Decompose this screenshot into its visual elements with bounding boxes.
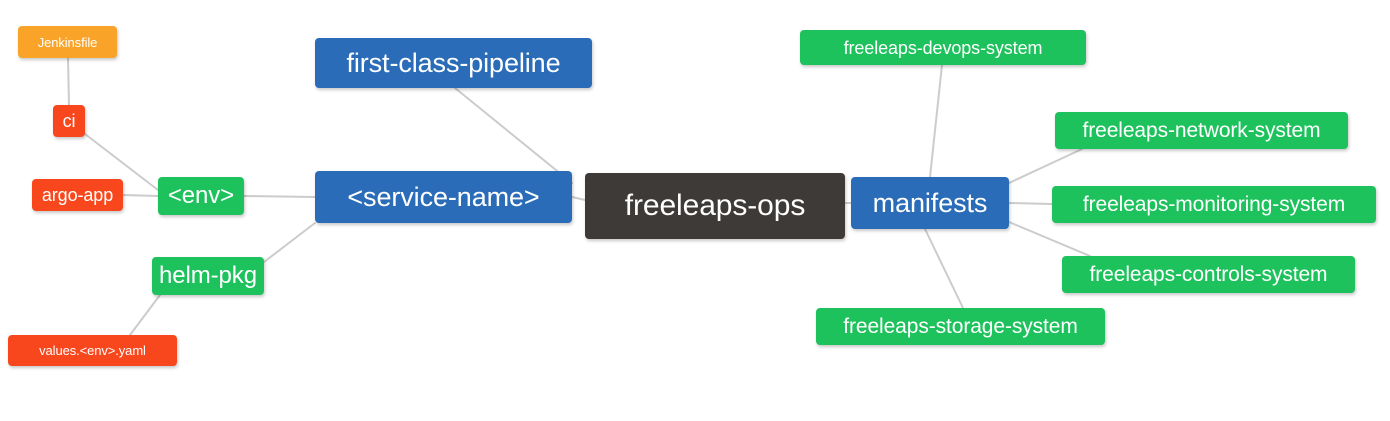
mindmap-node-freeleaps-monitoring-system[interactable]: freeleaps-monitoring-system <box>1052 186 1376 223</box>
edge-helm-pkg-to-values-env-yaml <box>129 294 161 336</box>
edge-manifests-to-freeleaps-monitoring-system <box>1008 202 1053 205</box>
mindmap-node-freeleaps-controls-system[interactable]: freeleaps-controls-system <box>1062 256 1355 293</box>
mindmap-node-freeleaps-network-system[interactable]: freeleaps-network-system <box>1055 112 1348 149</box>
mindmap-node-argo-app[interactable]: argo-app <box>32 179 123 211</box>
mindmap-node-first-class-pipeline[interactable]: first-class-pipeline <box>315 38 592 88</box>
edge-Jenkinsfile-to-ci <box>67 57 70 106</box>
edge-service-name-to-helm-pkg <box>263 222 316 263</box>
mindmap-node-values-env-yaml[interactable]: values.<env>.yaml <box>8 335 177 366</box>
edge-service-name-to-freeleaps-ops <box>571 196 586 201</box>
mindmap-node-manifests[interactable]: manifests <box>851 177 1009 229</box>
mindmap-node-env[interactable]: <env> <box>158 177 244 215</box>
mindmap-node-helm-pkg[interactable]: helm-pkg <box>152 257 264 295</box>
edge-manifests-to-freeleaps-devops-system <box>929 64 943 178</box>
edge-env-to-service-name <box>243 195 316 198</box>
mindmap-node-freeleaps-storage-system[interactable]: freeleaps-storage-system <box>816 308 1105 345</box>
edge-manifests-to-freeleaps-storage-system <box>924 228 964 309</box>
edge-service-name-to-first-class-pipeline <box>454 87 573 184</box>
edge-manifests-to-freeleaps-network-system <box>1008 148 1083 184</box>
mindmap-node-Jenkinsfile[interactable]: Jenkinsfile <box>18 26 117 58</box>
edge-argo-app-to-env <box>122 194 159 197</box>
edge-manifests-to-freeleaps-controls-system <box>1008 221 1091 257</box>
mindmap-node-service-name[interactable]: <service-name> <box>315 171 572 223</box>
mindmap-node-freeleaps-devops-system[interactable]: freeleaps-devops-system <box>800 30 1086 65</box>
mindmap-node-ci[interactable]: ci <box>53 105 85 137</box>
mindmap-node-freeleaps-ops[interactable]: freeleaps-ops <box>585 173 845 239</box>
